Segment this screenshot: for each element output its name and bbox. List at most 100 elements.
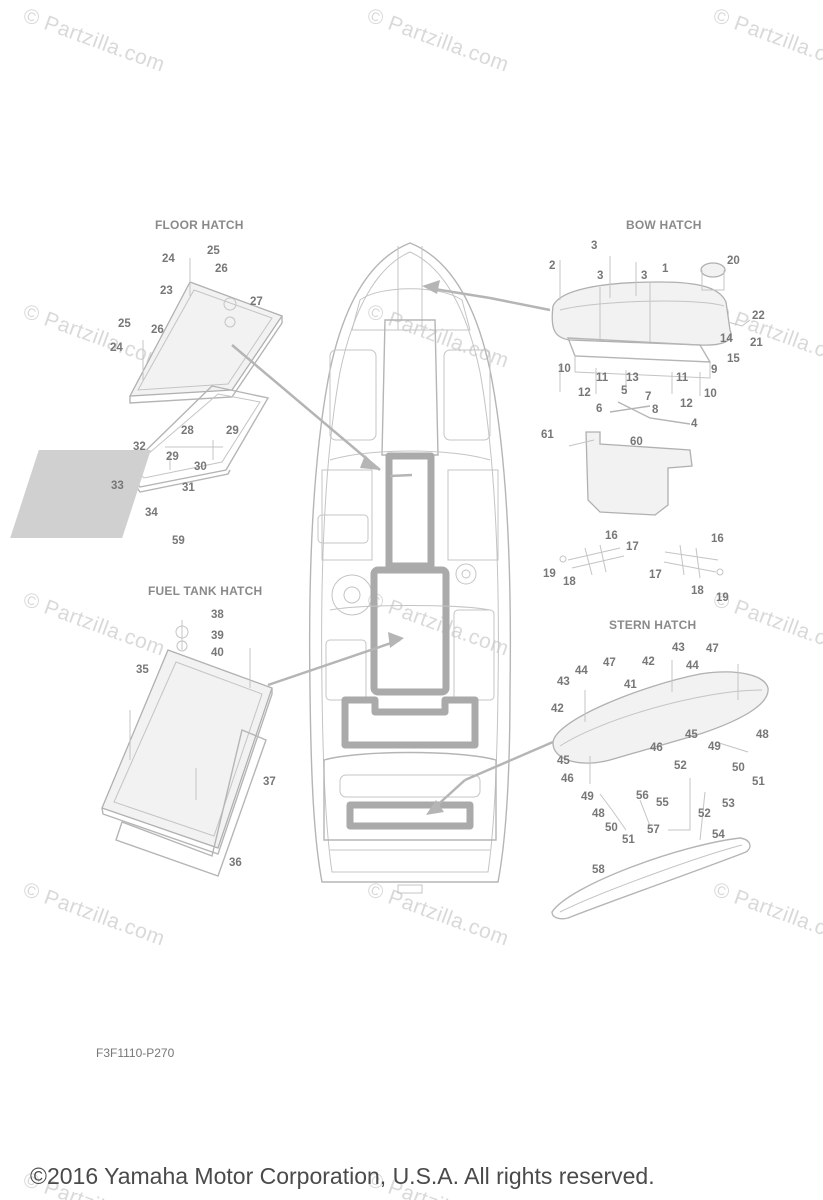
callout-number: 14 <box>720 333 733 345</box>
callout-number: 48 <box>756 729 769 741</box>
callout-number: 2 <box>549 260 556 272</box>
callout-number: 16 <box>711 533 724 545</box>
callout-number: 54 <box>712 829 725 841</box>
callout-number: 34 <box>145 507 158 519</box>
callout-number: 10 <box>558 363 571 375</box>
bow-hatch-assembly <box>551 256 751 516</box>
callout-number: 51 <box>752 776 765 788</box>
callout-number: 9 <box>711 364 718 376</box>
callout-number: 39 <box>211 630 224 642</box>
callout-number: 56 <box>636 790 649 802</box>
callout-number: 8 <box>652 404 659 416</box>
callout-number: 60 <box>630 436 643 448</box>
callout-number: 50 <box>732 762 745 774</box>
middle-clamp-assembly <box>559 544 724 579</box>
callout-number: 44 <box>575 665 588 677</box>
callout-number: 52 <box>698 808 711 820</box>
callout-number: 45 <box>557 755 570 767</box>
callout-number: 7 <box>645 391 652 403</box>
callout-number: 51 <box>622 834 635 846</box>
callout-number: 11 <box>676 372 689 384</box>
callout-number: 19 <box>543 568 556 580</box>
callout-number: 18 <box>563 576 576 588</box>
boat-hull <box>308 242 512 894</box>
callout-number: 33 <box>111 480 124 492</box>
callout-number: 20 <box>727 255 740 267</box>
callout-number: 46 <box>650 742 663 754</box>
callout-number: 26 <box>151 324 164 336</box>
callout-number: 42 <box>642 656 655 668</box>
callout-number: 16 <box>605 530 618 542</box>
floor-hatch-assembly <box>10 258 284 538</box>
callout-number: 27 <box>250 296 263 308</box>
callout-number: 29 <box>226 425 239 437</box>
callout-number: 21 <box>750 337 763 349</box>
callout-number: 58 <box>592 864 605 876</box>
callout-number: 47 <box>603 657 616 669</box>
callout-number: 4 <box>691 418 698 430</box>
callout-number: 44 <box>686 660 699 672</box>
callout-number: 61 <box>541 429 554 441</box>
callout-number: 32 <box>133 441 146 453</box>
callout-number: 38 <box>211 609 224 621</box>
callout-number: 25 <box>207 245 220 257</box>
callout-number: 59 <box>172 535 185 547</box>
fuel-tank-hatch-assembly <box>101 620 273 877</box>
callout-number: 46 <box>561 773 574 785</box>
callout-number: 42 <box>551 703 564 715</box>
diagram-code: F3F1110-P270 <box>96 1046 175 1060</box>
callout-number: 49 <box>581 791 594 803</box>
callout-number: 41 <box>624 679 637 691</box>
callout-number: 52 <box>674 760 687 772</box>
callout-number: 43 <box>557 676 570 688</box>
callout-number: 29 <box>166 451 179 463</box>
callout-number: 12 <box>578 387 591 399</box>
callout-number: 17 <box>626 541 639 553</box>
callout-number: 55 <box>656 797 669 809</box>
callout-number: 23 <box>160 285 173 297</box>
stern-hatch-assembly <box>551 660 769 920</box>
callout-number: 50 <box>605 822 618 834</box>
callout-number: 43 <box>672 642 685 654</box>
callout-number: 18 <box>691 585 704 597</box>
callout-number: 5 <box>621 385 628 397</box>
callout-number: 37 <box>263 776 276 788</box>
callout-number: 19 <box>716 592 729 604</box>
floor-mat-59 <box>10 450 151 538</box>
stern-hatch-title: STERN HATCH <box>609 618 697 632</box>
callout-number: 40 <box>211 647 224 659</box>
callout-number: 12 <box>680 398 693 410</box>
callout-number: 3 <box>591 240 598 252</box>
callout-number: 45 <box>685 729 698 741</box>
callout-number: 47 <box>706 643 719 655</box>
callout-number: 1 <box>662 263 669 275</box>
callout-number: 48 <box>592 808 605 820</box>
callout-number: 6 <box>596 403 603 415</box>
callout-number: 10 <box>704 388 717 400</box>
callout-number: 31 <box>182 482 195 494</box>
bow-hatch-title: BOW HATCH <box>626 218 702 232</box>
callout-number: 53 <box>722 798 735 810</box>
callout-number: 22 <box>752 310 765 322</box>
callout-number: 3 <box>641 270 648 282</box>
copyright-notice: ©2016 Yamaha Motor Corporation, U.S.A. A… <box>30 1163 655 1189</box>
fuel-tank-hatch-title: FUEL TANK HATCH <box>148 584 263 598</box>
callout-number: 25 <box>118 318 131 330</box>
callout-number: 28 <box>181 425 194 437</box>
callout-number: 49 <box>708 741 721 753</box>
callout-number: 24 <box>110 342 123 354</box>
callout-number: 15 <box>727 353 740 365</box>
callout-number: 13 <box>626 372 639 384</box>
callout-number: 30 <box>194 461 207 473</box>
callout-number: 36 <box>229 857 242 869</box>
callout-number: 57 <box>647 824 660 836</box>
callout-number: 26 <box>215 263 228 275</box>
callout-number: 35 <box>136 664 149 676</box>
callout-number: 17 <box>649 569 662 581</box>
callout-number: 11 <box>596 372 609 384</box>
callout-number: 24 <box>162 253 175 265</box>
callout-number: 3 <box>597 270 604 282</box>
floor-hatch-title: FLOOR HATCH <box>155 218 244 232</box>
